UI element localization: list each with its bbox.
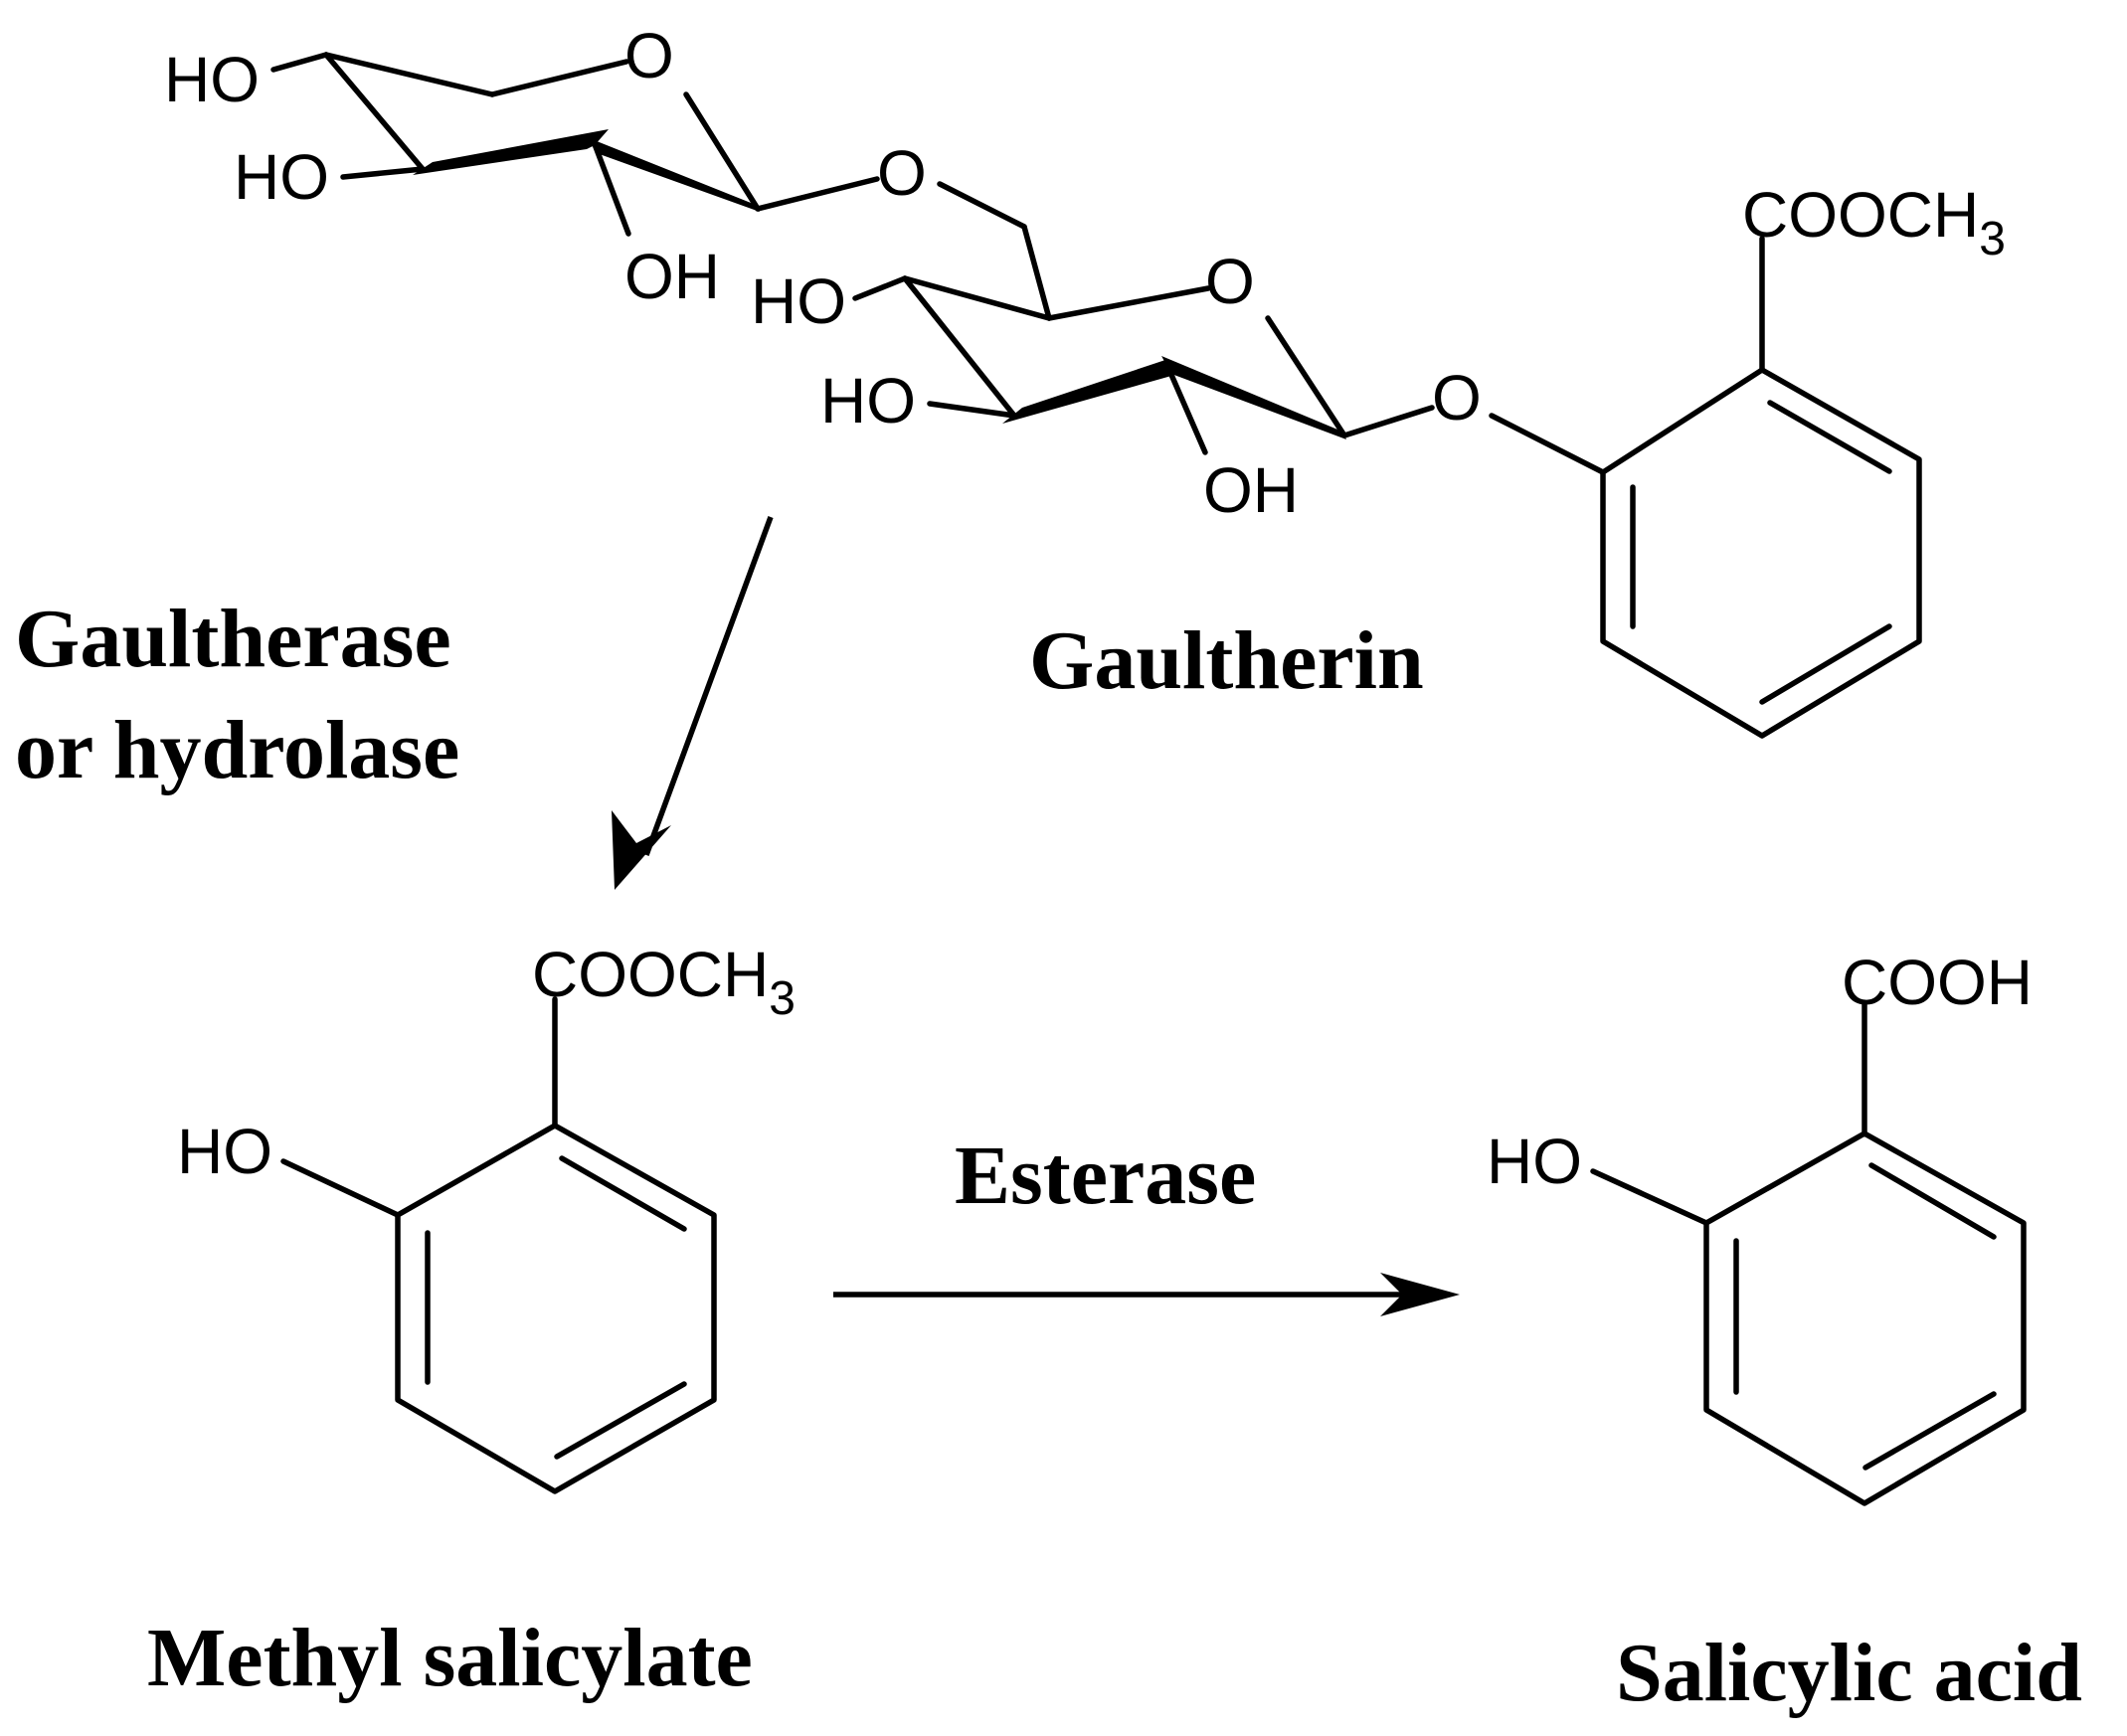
reaction-1: Gaultherase or hydrolase [15, 516, 774, 890]
glucose-wedge-bond-right [1161, 356, 1346, 439]
glucose-hydroxyl-3: OH [1203, 454, 1299, 526]
methyl-salicylate-ester-group: COOCH3 [532, 939, 796, 1025]
arrow-head-1 [612, 810, 671, 890]
enzyme-esterase-label: Esterase [955, 1129, 1256, 1222]
xylose-ring-oxygen: O [624, 20, 674, 91]
xylose-hydroxyl-3: OH [624, 241, 720, 312]
arrow-head-2 [1380, 1273, 1460, 1316]
interglycosidic-oxygen: O [877, 137, 927, 209]
salicylic-acid-structure: COOH HO Salicylic acid [1487, 947, 2082, 1719]
gaultherin-structure: O HO HO OH O O HO HO OH O [164, 20, 2006, 739]
arrow-gaultherin-to-methyl-salicylate [643, 516, 774, 856]
glucose-wedge-bond [1002, 360, 1171, 424]
phenolic-glycoside-oxygen: O [1432, 362, 1482, 434]
glucose-ring: O HO HO OH [751, 246, 1347, 526]
salicylic-acid-carboxyl-group: COOH [1842, 947, 2033, 1018]
gaultherin-label: Gaultherin [1029, 614, 1424, 707]
glucose-hydroxyl-1: HO [751, 265, 846, 337]
methyl-salicylate-hydroxyl: HO [177, 1116, 272, 1187]
enzyme-hydrolase-label: or hydrolase [15, 704, 459, 796]
methyl-salicylate-label: Methyl salicylate [147, 1612, 753, 1704]
xylose-hydroxyl-1: HO [164, 44, 260, 115]
glucose-ring-oxygen: O [1205, 246, 1255, 317]
xylose-wedge-bond-right [587, 137, 760, 212]
gaultherin-benzene-ring: COOCH3 [1600, 179, 2006, 739]
xylose-ring: O HO HO OH [164, 20, 761, 312]
glucose-hydroxyl-2: HO [820, 365, 916, 436]
enzyme-gaultherase-label: Gaultherase [15, 593, 451, 685]
xylose-wedge-bond [413, 129, 609, 175]
methyl-salicylate-structure: COOCH3 HO Methyl salicylate [147, 939, 796, 1704]
salicylic-acid-hydroxyl: HO [1487, 1126, 1582, 1197]
salicylic-acid-label: Salicylic acid [1616, 1627, 2082, 1719]
xylose-hydroxyl-2: HO [234, 141, 329, 213]
gaultherin-ester-group: COOCH3 [1742, 179, 2006, 265]
reaction-2: Esterase [833, 1129, 1460, 1316]
